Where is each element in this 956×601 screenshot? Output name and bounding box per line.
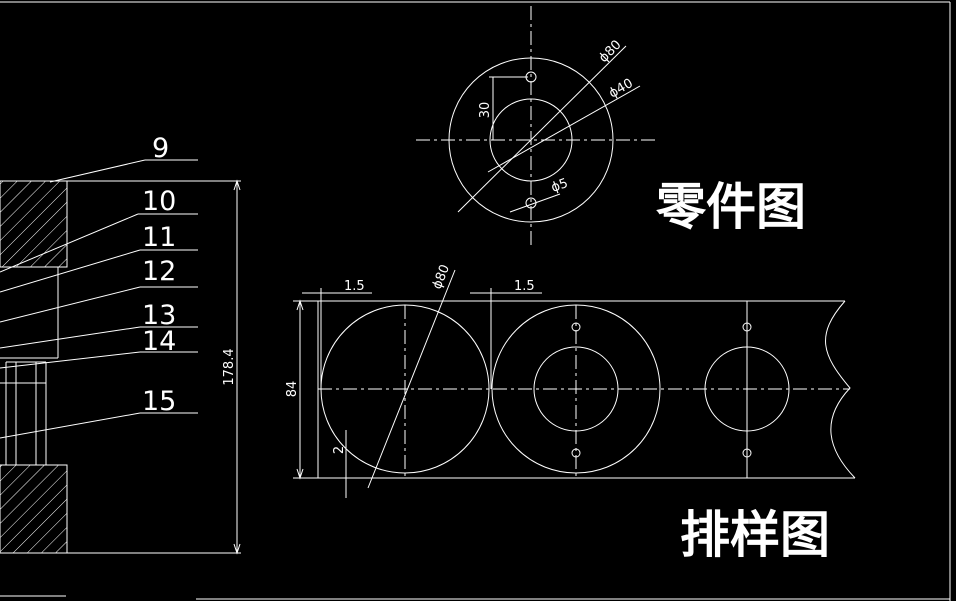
strip-blank-diameter: ϕ80	[430, 263, 453, 292]
strip-gap-left: 1.5	[344, 279, 365, 294]
part-outer-diameter: ϕ80	[596, 37, 624, 65]
upper-hatched-block	[0, 180, 68, 268]
part-number-13: 13	[142, 300, 176, 331]
part-number-14: 14	[142, 326, 176, 357]
part-drawing-title: 零件图	[656, 178, 806, 236]
part-inner-diameter: ϕ40	[607, 76, 636, 102]
strip-gap-mid: 1.5	[514, 279, 535, 294]
strip-width: 84	[285, 381, 300, 398]
part-number-15: 15	[142, 386, 176, 417]
part-drawing: ϕ80 ϕ40 ϕ5 30 零件图	[416, 6, 806, 245]
lower-hatched-block	[0, 464, 68, 554]
part-number-12: 12	[142, 256, 176, 287]
height-dimension: 178.4	[222, 348, 237, 385]
part-hole-diameter: ϕ5	[549, 176, 570, 196]
part-dim-30: 30	[478, 102, 493, 119]
assembly-section-view: 9 10 11 12 13 14 15 178.4	[0, 133, 241, 555]
layout-drawing-title: 排样图	[680, 506, 830, 564]
part-number-10: 10	[142, 186, 176, 217]
strip-layout: 1.5 1.5 ϕ80 84 2 排样图	[285, 263, 856, 564]
part-number-11: 11	[142, 222, 176, 253]
strip-margin: 2	[332, 446, 347, 454]
part-number-9: 9	[152, 133, 169, 164]
